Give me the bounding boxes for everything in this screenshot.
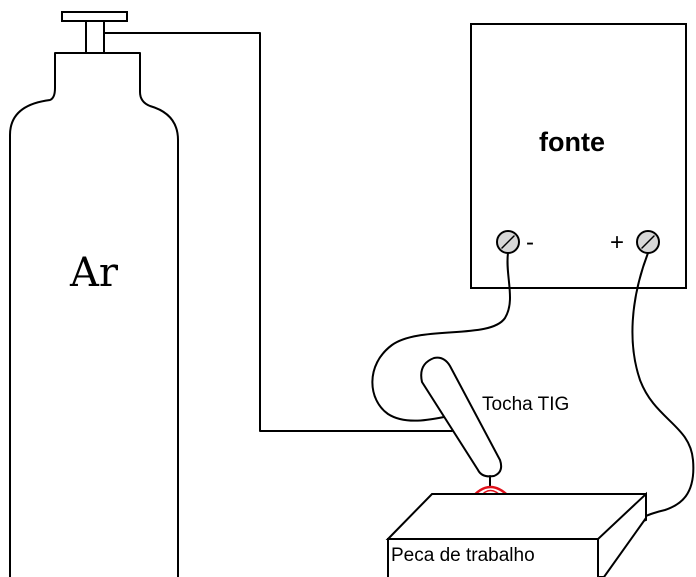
torch-cable (371, 252, 511, 422)
torch-label: Tocha TIG (482, 394, 569, 415)
valve-handle (61, 11, 128, 22)
workpiece-label: Peca de trabalho (391, 545, 535, 566)
tig-torch (420, 356, 503, 488)
positive-sign: + (610, 229, 624, 256)
gas-cylinder (9, 52, 179, 577)
torch-body (420, 356, 503, 478)
negative-sign: - (526, 229, 534, 256)
valve-stem (85, 20, 105, 54)
positive-terminal-mark (641, 235, 655, 249)
workpiece (385, 491, 647, 577)
power-source-label: fonte (539, 127, 605, 157)
gas-label: Ar (69, 250, 119, 296)
ground-cable (631, 252, 695, 517)
workpiece-side (597, 491, 647, 577)
workpiece-front (387, 538, 599, 577)
negative-terminal-mark (501, 235, 515, 249)
gas-hose (103, 32, 453, 432)
